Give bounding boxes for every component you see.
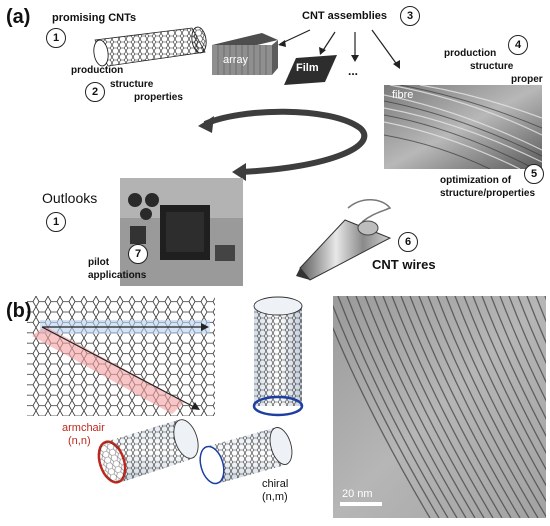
tem-fringe-line: [333, 326, 431, 518]
tem-fringe-line: [346, 296, 458, 518]
cycle-arrow: [198, 108, 368, 181]
tem-fringe-line: [445, 296, 546, 503]
chiral-label: chiral: [262, 478, 289, 490]
properties-label: properties: [134, 92, 183, 103]
zigzag-tube: [252, 296, 304, 417]
assembly-arrows: [279, 29, 399, 67]
tem-fringe-line: [382, 296, 494, 518]
panel-a-label: (a): [6, 6, 31, 28]
tem-fringe-line: [517, 296, 546, 365]
tem-fringe-line: [364, 296, 476, 518]
outlooks-label: Outlooks: [42, 190, 98, 206]
tem-fringe-line: [526, 296, 546, 344]
chiral-index-label: (n,m): [262, 491, 288, 503]
ellipsis-label: ...: [348, 64, 359, 78]
applications-label: applications: [88, 270, 147, 281]
tem-fringe-line: [333, 304, 440, 518]
step-circle-assemblies: 3: [400, 6, 420, 26]
tem-fringe-line: [499, 296, 546, 402]
armchair-label: armchair: [62, 422, 105, 434]
tem-fringe-line: [355, 296, 467, 518]
film-label: Film: [296, 62, 319, 74]
cnt-film-illustration: [284, 55, 337, 85]
tem-fringe-line: [454, 296, 546, 487]
cnt-wire-illustration: [296, 199, 392, 281]
tem-fringe-line: [337, 296, 449, 518]
promising-cnts-label: promising CNTs: [52, 12, 137, 24]
step-circle-pilot: 7: [128, 244, 148, 264]
step-circle-properties: 2: [85, 82, 105, 102]
production-label: production: [71, 65, 124, 76]
proper-label: proper: [511, 74, 543, 85]
pilot-applications-photo: [120, 178, 243, 286]
tem-fringe-line: [427, 296, 539, 518]
step-circle-optimization: 5: [524, 164, 544, 184]
tem-fringe-line: [436, 296, 546, 518]
production-label-2: production: [444, 48, 497, 59]
tem-fringe-line: [508, 296, 546, 384]
tem-fringe-line: [400, 296, 512, 518]
tem-fringe-line: [391, 296, 503, 518]
cnt-assemblies-label: CNT assemblies: [302, 10, 387, 22]
pilot-label: pilot: [88, 257, 110, 268]
tem-fringe-line: [472, 296, 546, 455]
tem-fringe-line: [418, 296, 530, 518]
step-circle-promising: 1: [46, 28, 66, 48]
optimization-label-line1: optimization of: [440, 175, 512, 186]
tem-fringe-line: [463, 296, 546, 471]
fibre-label: fibre: [392, 89, 414, 101]
scale-bar-label: 20 nm: [342, 488, 373, 500]
step-circle-wires: 6: [398, 232, 418, 252]
armchair-tube: [97, 419, 199, 484]
cnt-tube-illustration: [93, 26, 207, 67]
structure-label: structure: [110, 79, 154, 90]
tem-fringe-line: [490, 296, 546, 420]
tem-fringe-line: [409, 296, 521, 518]
tem-fringe-line: [481, 296, 546, 438]
optimization-label-line2: structure/properties: [440, 188, 536, 199]
chiral-tube: [199, 427, 293, 485]
tem-fringe-line: [373, 296, 485, 518]
armchair-index-label: (n,n): [68, 435, 91, 447]
cnt-wires-label: CNT wires: [372, 257, 436, 272]
graphene-sheet: [27, 296, 215, 416]
array-label: array: [223, 54, 249, 66]
panel-b-label: (b): [6, 300, 32, 322]
step-circle-production: 4: [508, 35, 528, 55]
step-circle-outlooks: 1: [46, 212, 66, 232]
structure-label-2: structure: [470, 61, 514, 72]
fibre-sem-image: [384, 85, 542, 169]
tem-image: [333, 296, 546, 518]
cnt-array-illustration: [212, 33, 278, 75]
